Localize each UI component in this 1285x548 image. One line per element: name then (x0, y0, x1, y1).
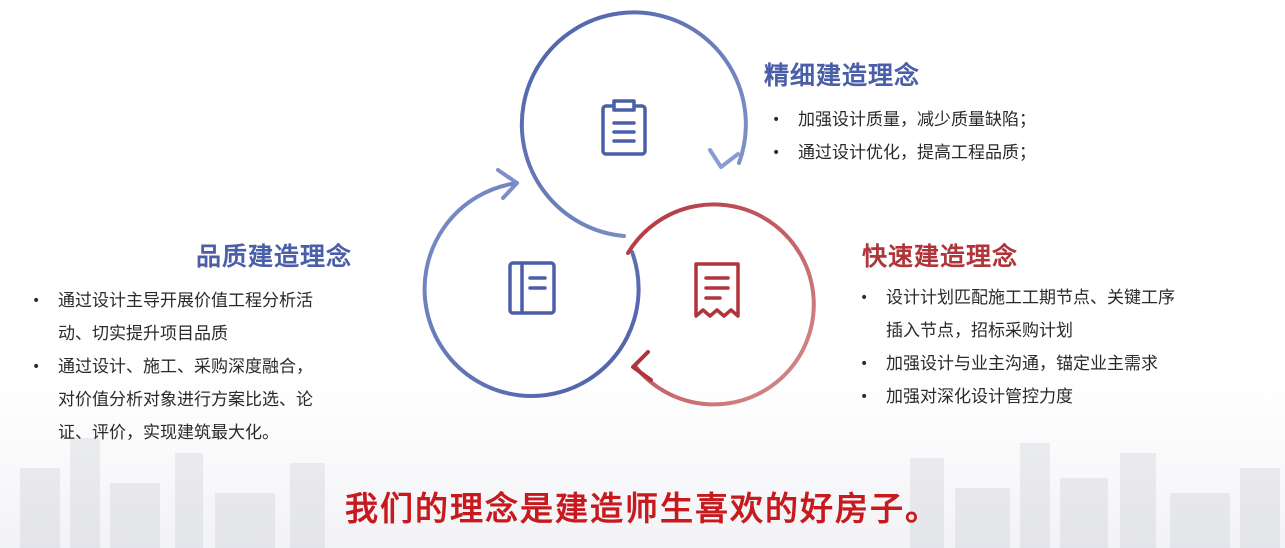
list-item: •通过设计优化，提高工程品质； (772, 143, 1036, 163)
list-item: •通过设计主导开展价值工程分析活动、切实提升项目品质 (32, 291, 313, 344)
notebook-icon (508, 261, 556, 315)
slogan: 我们的理念是建造师生喜欢的好房子。 (345, 489, 940, 528)
fine-concept-list: •加强设计质量，减少质量缺陷； •通过设计优化，提高工程品质； (764, 104, 1036, 170)
background-fade (0, 378, 1285, 548)
list-item: •设计计划匹配施工工期节点、关键工序插入节点，招标采购计划 (860, 288, 1175, 341)
arc-top-circle (519, 10, 748, 238)
list-item: •加强设计与业主沟通，锚定业主需求 (860, 354, 1158, 374)
fine-concept-block: 精细建造理念 •加强设计质量，减少质量缺陷； •通过设计优化，提高工程品质； (764, 56, 1036, 170)
arc-left-circle (422, 181, 641, 398)
arrow-left-to-top (496, 168, 519, 200)
arc-right-circle (626, 202, 816, 407)
arrow-right-to-left (631, 350, 653, 382)
list-item: •加强设计质量，减少质量缺陷； (772, 110, 1036, 130)
receipt-icon (694, 262, 740, 318)
fine-concept-title: 精细建造理念 (764, 61, 921, 90)
quality-concept-title: 品质建造理念 (196, 242, 353, 271)
clipboard-icon (601, 99, 647, 156)
fast-concept-title: 快速建造理念 (862, 242, 1019, 271)
list-item: •加强对深化设计管控力度 (860, 387, 1073, 407)
quality-concept-list: •通过设计主导开展价值工程分析活动、切实提升项目品质 •通过设计、施工、采购深度… (24, 285, 313, 450)
fast-concept-list: •设计计划匹配施工工期节点、关键工序插入节点，招标采购计划 •加强设计与业主沟通… (852, 282, 1175, 414)
arrow-top-to-right (708, 148, 740, 169)
list-item: •通过设计、施工、采购深度融合，对价值分析对象进行方案比选、论证、评价，实现建筑… (32, 357, 313, 443)
city-skyline-background (20, 438, 1280, 548)
